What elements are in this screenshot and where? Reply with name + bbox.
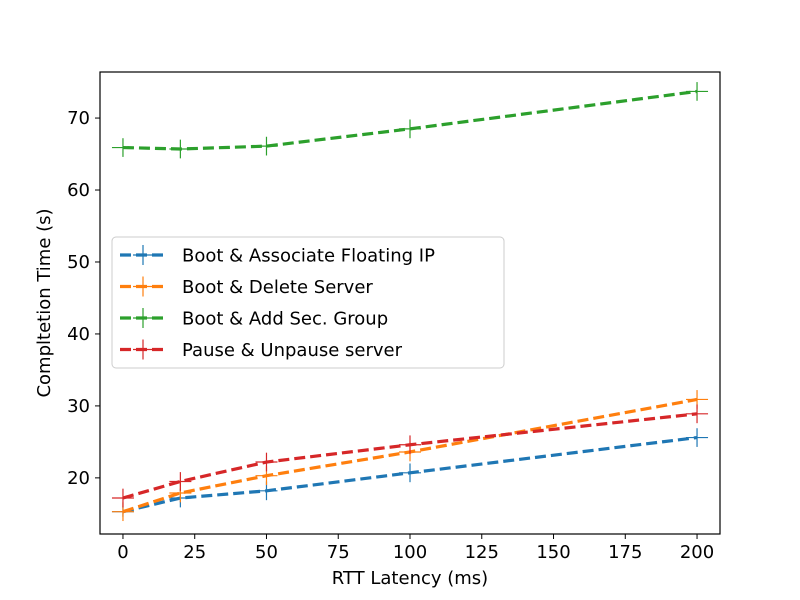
series-layer [111, 82, 709, 522]
legend-item: Pause & Unpause server [120, 339, 403, 361]
y-tick-label: 40 [67, 324, 90, 345]
legend-label: Boot & Associate Floating IP [182, 246, 435, 267]
legend: Boot & Associate Floating IP Boot & Delet… [111, 236, 505, 369]
legend-label: Boot & Add Sec. Group [182, 309, 388, 330]
x-tick-label: 25 [183, 542, 206, 563]
y-tick-label: 30 [67, 396, 90, 417]
axis-ticks: 0 25 50 75 100 125 150 175 200 20 30 40 50 60 70 [67, 108, 714, 563]
x-tick-label: 100 [393, 542, 427, 563]
legend-frame [111, 236, 505, 369]
x-tick-label: 0 [117, 542, 128, 563]
legend-label: Pause & Unpause server [182, 340, 403, 361]
legend-label: Boot & Delete Server [182, 277, 373, 298]
y-tick-label: 70 [67, 108, 90, 129]
series-line [122, 89, 698, 151]
series-2 [111, 82, 709, 159]
y-axis-label: Compltetion Time (s) [34, 208, 55, 397]
x-tick-label: 200 [680, 542, 714, 563]
legend-item: Boot & Associate Floating IP [120, 245, 435, 267]
x-tick-label: 75 [327, 542, 350, 563]
x-tick-label: 125 [465, 542, 499, 563]
y-tick-label: 20 [67, 468, 90, 489]
x-axis-label: RTT Latency (ms) [332, 568, 488, 589]
series-3 [111, 404, 709, 508]
x-tick-label: 150 [536, 542, 570, 563]
legend-item: Boot & Add Sec. Group [120, 308, 388, 330]
x-tick-label: 50 [255, 542, 278, 563]
y-tick-label: 60 [67, 180, 90, 201]
y-tick-label: 50 [67, 252, 90, 273]
x-tick-label: 175 [608, 542, 642, 563]
legend-item: Boot & Delete Server [120, 276, 373, 298]
series-1 [111, 390, 709, 522]
